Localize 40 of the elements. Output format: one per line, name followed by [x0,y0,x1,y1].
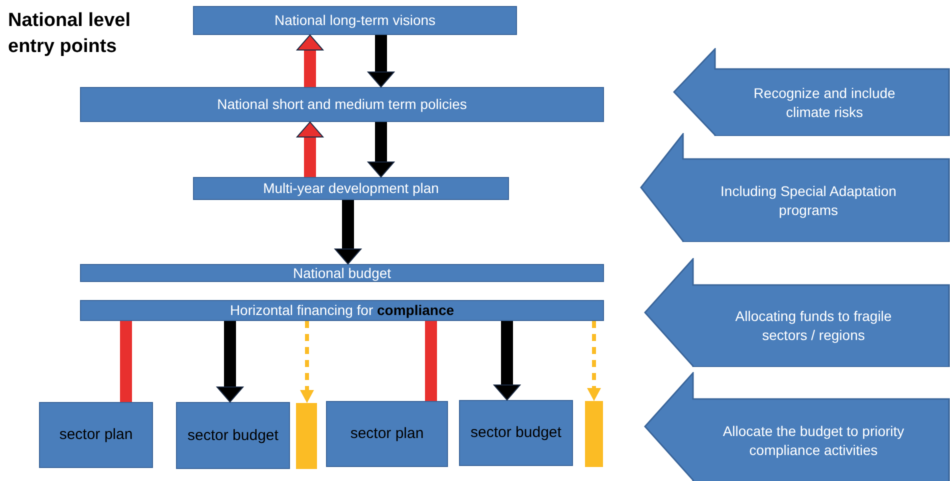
box-label: sector budget [470,424,562,442]
process-box [193,177,509,200]
arrow-label: Allocating funds to fragile sectors / regions [734,307,893,345]
arrow-label: Recognize and include climate risks [752,84,896,122]
sector-box [326,401,448,467]
box-label: sector budget [188,426,278,444]
left-arrow-shape [640,133,950,242]
box-label: Horizontal financing for compliance [230,302,454,319]
process-box [80,264,604,282]
arrow [296,34,324,87]
arrow [334,200,362,264]
box-label: National budget [292,264,392,282]
left-arrow-shape [644,258,950,367]
left-arrow-shape [673,48,950,136]
process-box [193,6,517,35]
sector-box [39,402,153,468]
process-box [80,300,604,321]
box-label: sector plan [350,425,424,443]
arrow [300,321,314,403]
sector-box [459,400,573,466]
arrow [296,122,324,177]
box-label: Multi-year development plan [263,180,439,197]
arrow [587,321,601,401]
sector-box [176,402,290,469]
connector-bar [120,321,132,402]
connector-bar [425,321,437,401]
process-box [80,87,604,122]
arrow [368,35,394,88]
bar [585,401,603,467]
box-label: sector plan [59,426,133,444]
arrow [216,321,244,402]
left-arrow-shape [644,372,950,481]
box-label: National short and medium term policies [217,96,467,113]
diagram-title: National level entry points [8,9,132,59]
arrow [368,122,394,178]
arrow [494,321,520,400]
box-label: National long-term visions [274,12,436,29]
bar [296,403,317,469]
arrow-label: Allocate the budget to priority compliance activities [722,422,906,460]
arrow-label: Including Special Adaptation programs [720,182,898,220]
